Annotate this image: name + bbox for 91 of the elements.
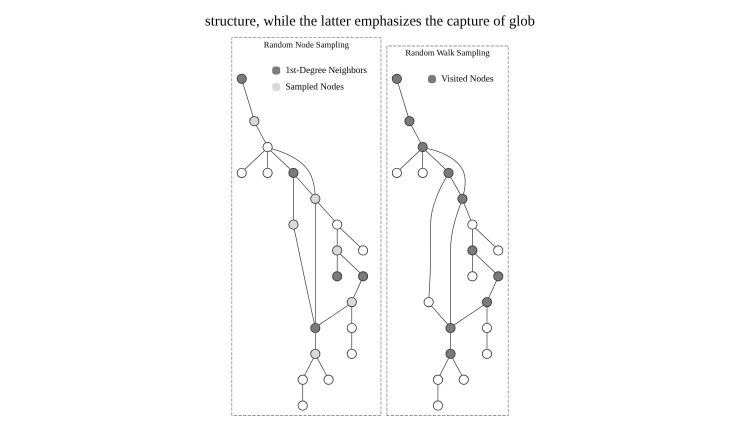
connector (296, 176, 313, 196)
node-circle (458, 374, 469, 385)
node-circle (424, 297, 434, 308)
node-circle (467, 271, 478, 282)
node-circle (332, 245, 342, 256)
node-circle (324, 374, 334, 385)
connector (450, 176, 461, 195)
connector (454, 304, 484, 326)
connector (486, 332, 488, 350)
connector (472, 254, 473, 272)
node-circle (392, 74, 402, 84)
node-circle (444, 168, 454, 178)
connector (318, 202, 335, 221)
connector (472, 229, 473, 246)
connector (475, 228, 496, 248)
node-circle (262, 168, 273, 178)
node-circle (310, 322, 320, 334)
connector (353, 280, 362, 298)
node-circle (418, 142, 428, 152)
node-circle (432, 374, 443, 385)
node-circle (493, 271, 504, 282)
connector (294, 228, 315, 324)
node-circle (404, 116, 414, 126)
connector (336, 229, 338, 246)
connector (450, 202, 462, 324)
node-circle (358, 271, 368, 282)
node-circle (249, 116, 260, 126)
connector (351, 332, 352, 350)
node-circle (432, 400, 443, 411)
legend-label: Visited Nodes (441, 74, 494, 85)
connector (450, 332, 451, 350)
legend-label: Sampled Nodes (285, 82, 344, 93)
node-circle (310, 194, 320, 204)
connector (488, 280, 497, 298)
connector (411, 125, 421, 143)
connector (400, 150, 420, 170)
node-circle (446, 348, 456, 359)
node-circle (288, 220, 298, 230)
node-circle (467, 220, 478, 230)
node-circle (482, 348, 492, 359)
connector (464, 202, 472, 221)
connector (422, 151, 424, 168)
connector (314, 203, 316, 324)
connector (440, 358, 450, 376)
node-circle (482, 322, 492, 334)
connector (351, 306, 352, 324)
connector (272, 148, 316, 194)
node-circle (310, 348, 320, 359)
connector (475, 254, 496, 273)
connector (427, 148, 466, 194)
node-circle (236, 168, 247, 178)
connector (398, 83, 409, 118)
node-circle (298, 374, 308, 385)
node-circle (392, 168, 402, 178)
connector (270, 150, 291, 170)
legend-label: 1st-Degree Neighbors (285, 66, 368, 76)
node-circle (457, 194, 468, 204)
connector (428, 176, 447, 298)
node-circle (358, 245, 368, 256)
node-circle (493, 245, 504, 256)
node-circle (446, 322, 456, 334)
node-circle (418, 168, 428, 178)
connector (336, 254, 338, 272)
node-circle (332, 271, 342, 282)
connector (242, 83, 254, 118)
connector (316, 358, 327, 376)
node-circle (346, 322, 357, 334)
node-circle (482, 297, 492, 308)
connector (318, 304, 348, 326)
connector (256, 125, 266, 143)
node-circle (298, 400, 308, 411)
connector (302, 384, 304, 401)
node-circle (467, 245, 478, 256)
connector (314, 332, 316, 350)
node-circle (346, 297, 357, 308)
connector (340, 254, 360, 273)
node-circle (236, 74, 247, 84)
connector (426, 150, 446, 170)
node-circle (262, 142, 273, 152)
connector (267, 151, 268, 168)
connector (452, 358, 462, 376)
node-circle (332, 220, 342, 230)
node-circle (288, 168, 298, 178)
connector (244, 150, 265, 170)
connector (431, 306, 448, 324)
connector (293, 177, 294, 220)
connector (486, 306, 488, 324)
node-circle (346, 348, 357, 359)
connector (340, 228, 360, 248)
connector (304, 358, 314, 376)
label: structure, while the latter emphasizes the capture of glob (205, 14, 535, 30)
